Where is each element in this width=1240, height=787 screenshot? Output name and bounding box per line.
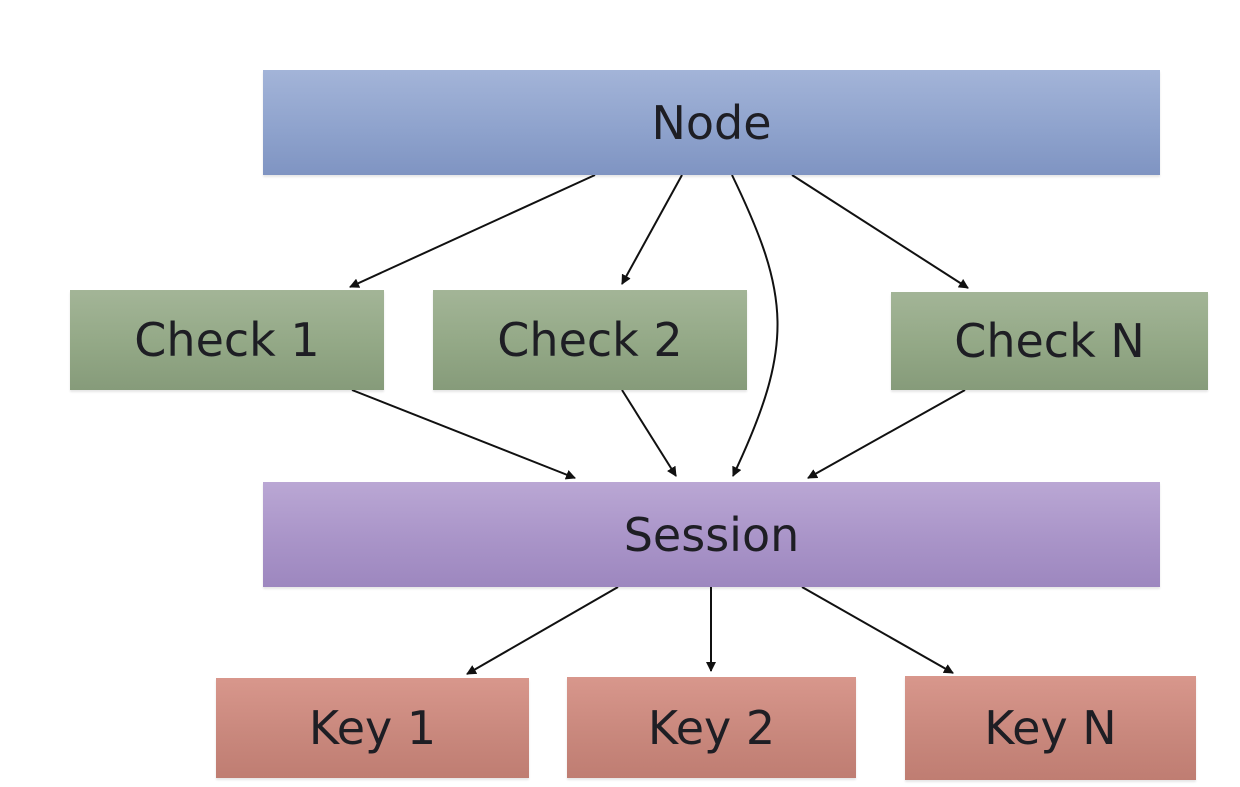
check-2-box: Check 2 (433, 290, 747, 390)
key-1-box: Key 1 (216, 678, 529, 778)
key-n-box: Key N (905, 676, 1196, 780)
key-1-label: Key 1 (308, 701, 437, 755)
edge-node-to-check-n (791, 174, 969, 289)
edge-session-to-key-1 (466, 586, 619, 675)
node-box: Node (263, 70, 1160, 175)
edge-check-2-to-session (621, 389, 677, 477)
check-2-label: Check 2 (497, 313, 683, 367)
edge-check-n-to-session (807, 389, 966, 479)
session-label: Session (623, 507, 800, 562)
node-label: Node (651, 95, 772, 150)
check-1-label: Check 1 (134, 313, 320, 367)
edge-check-1-to-session (351, 389, 576, 480)
key-n-label: Key N (984, 701, 1117, 755)
session-box: Session (263, 482, 1160, 587)
check-n-box: Check N (891, 292, 1208, 390)
key-2-label: Key 2 (647, 700, 776, 755)
check-n-label: Check N (954, 314, 1145, 368)
edge-node-to-check-1 (349, 174, 596, 288)
check-1-box: Check 1 (70, 290, 384, 390)
edge-node-to-check-2 (621, 174, 683, 285)
edge-node-to-session (731, 174, 779, 477)
key-2-box: Key 2 (567, 677, 856, 778)
edge-session-to-key-n (801, 586, 954, 674)
